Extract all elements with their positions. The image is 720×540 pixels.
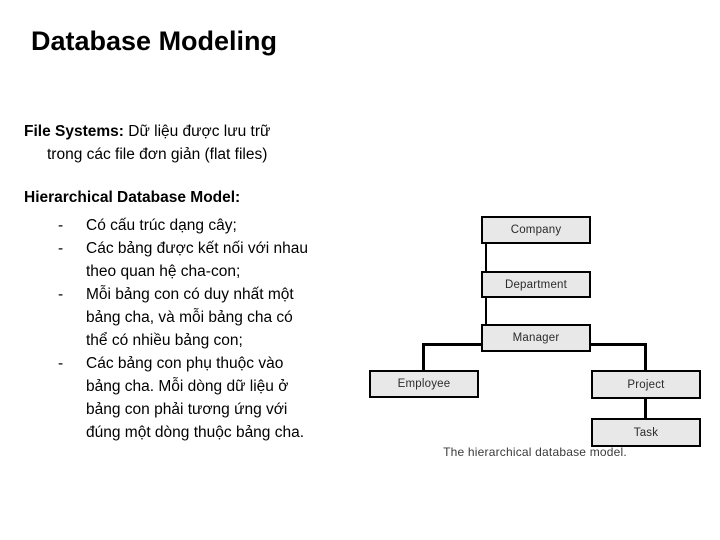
hierarchical-database-diagram: Company Department Manager Employee Proj…	[360, 205, 710, 485]
file-systems-paragraph: File Systems: Dữ liệu được lưu trữ trong…	[24, 120, 404, 166]
list-item-text-continuation: thể có nhiều bảng con;	[86, 332, 243, 349]
list-item: - Có cấu trúc dạng cây;	[0, 214, 380, 237]
edge-manager-employee-horizontal	[422, 343, 484, 346]
diagram-node-department-label: Department	[504, 278, 568, 291]
edge-manager-employee-vertical	[422, 343, 425, 371]
edge-company-department	[485, 243, 487, 271]
diagram-node-company-label: Company	[510, 224, 562, 236]
list-item-text-continuation: bảng con phải tương ứng với	[86, 401, 288, 418]
file-systems-line-1: File Systems: Dữ liệu được lưu trữ	[24, 120, 404, 143]
list-item: - Mỗi bảng con có duy nhất một	[0, 283, 380, 306]
bullet-marker-icon: -	[58, 286, 64, 303]
diagram-node-company[interactable]: Company	[481, 216, 591, 244]
file-systems-label: File Systems:	[24, 123, 124, 140]
list-item-text-continuation: bảng cha, và mỗi bảng cha có	[86, 309, 293, 326]
list-item-text: Có cấu trúc dạng cây;	[86, 217, 237, 234]
bullet-marker-icon: -	[58, 240, 64, 257]
file-systems-line-1-rest: Dữ liệu được lưu trữ	[123, 123, 271, 140]
page-title: Database Modeling	[31, 26, 278, 56]
hierarchical-model-heading: Hierarchical Database Model:	[24, 189, 241, 206]
diagram-node-employee[interactable]: Employee	[369, 370, 479, 398]
list-item: - Các bảng con phụ thuộc vào	[0, 352, 380, 375]
list-item-text: Mỗi bảng con có duy nhất một	[86, 286, 294, 303]
list-item-text: Các bảng được kết nối với nhau	[86, 240, 308, 257]
diagram-node-task[interactable]: Task	[591, 418, 701, 447]
diagram-node-task-label: Task	[633, 426, 659, 439]
file-systems-line-2: trong các file đơn giản (flat files)	[47, 146, 268, 163]
edge-manager-project-vertical	[644, 343, 647, 371]
list-item-text-continuation: bảng cha. Mỗi dòng dữ liệu ở	[86, 378, 289, 395]
diagram-node-department[interactable]: Department	[481, 271, 591, 298]
list-item: - Các bảng được kết nối với nhau	[0, 237, 380, 260]
list-item-text-continuation: theo quan hệ cha-con;	[86, 263, 241, 280]
hierarchical-bullet-list: - Có cấu trúc dạng cây; - Các bảng được …	[0, 214, 380, 444]
diagram-node-project-label: Project	[627, 378, 665, 391]
edge-manager-project-horizontal	[589, 343, 647, 346]
list-item-text: Các bảng con phụ thuộc vào	[86, 355, 284, 372]
diagram-node-manager[interactable]: Manager	[481, 324, 591, 352]
edge-project-task	[644, 399, 647, 418]
diagram-caption: The hierarchical database model.	[443, 445, 627, 459]
list-item-text-continuation: đúng một dòng thuộc bảng cha.	[86, 424, 305, 441]
bullet-marker-icon: -	[58, 217, 64, 234]
bullet-marker-icon: -	[58, 355, 64, 372]
diagram-node-project[interactable]: Project	[591, 370, 701, 399]
diagram-node-manager-label: Manager	[512, 332, 560, 344]
diagram-node-employee-label: Employee	[397, 378, 451, 390]
edge-department-manager	[485, 297, 487, 324]
